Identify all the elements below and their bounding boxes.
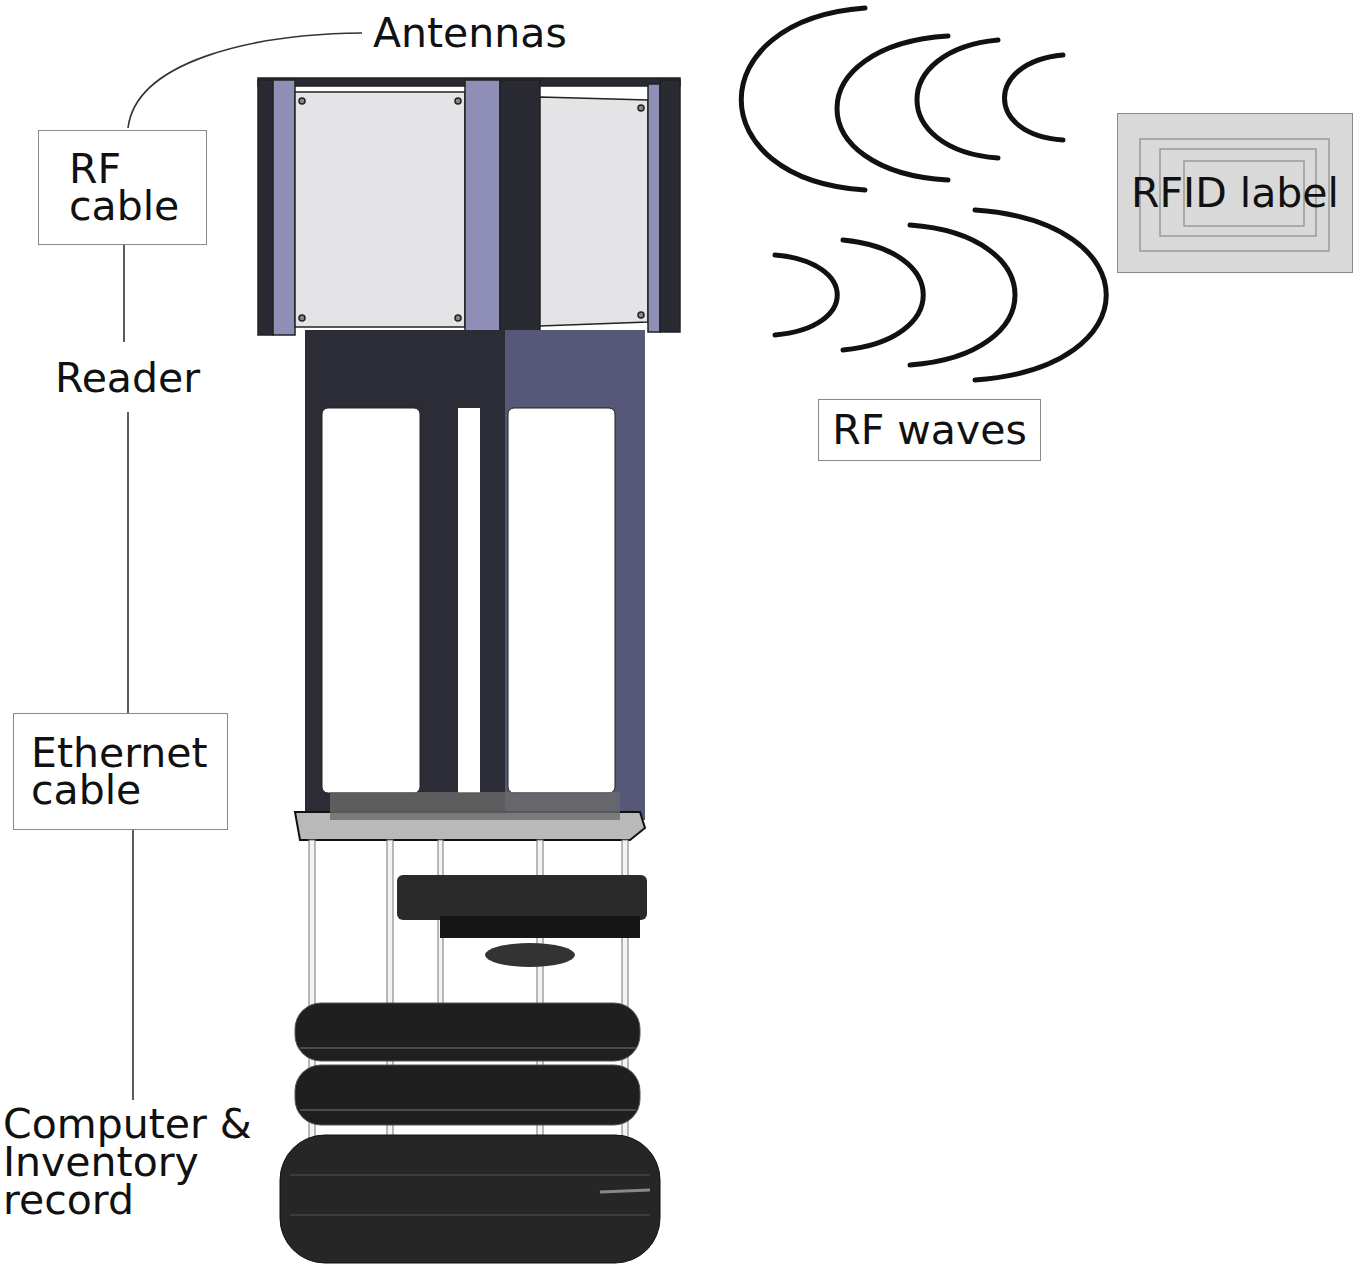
- box-label: RF waves: [832, 412, 1027, 449]
- wave-arc: [741, 8, 865, 190]
- frame-face: [505, 330, 645, 820]
- wave-arc: [843, 240, 923, 350]
- base-slot: [600, 1190, 650, 1192]
- sensor-mount: [485, 943, 575, 967]
- wave-arc: [837, 36, 948, 180]
- robot-frame: [295, 330, 645, 840]
- plate-edge: [300, 1048, 636, 1049]
- part-label: Computer & Inventory record: [3, 1105, 265, 1219]
- antenna-frame-bar: [500, 80, 540, 342]
- leader-line: [123, 245, 125, 342]
- screw: [638, 312, 644, 318]
- screw: [299, 98, 305, 104]
- antenna-panel: [540, 97, 648, 326]
- box-label: Ethernet cable: [31, 735, 226, 809]
- antenna-head: [258, 78, 680, 342]
- box-label: RF cable: [69, 151, 199, 225]
- frame-face: [305, 330, 505, 820]
- robot-base: [280, 840, 660, 1263]
- plate-edge: [300, 1110, 636, 1111]
- wave-arc: [917, 40, 998, 158]
- rf-wave-arcs: [741, 8, 1106, 380]
- base-cylinder: [280, 1135, 660, 1263]
- antenna-frame-bar: [660, 80, 680, 332]
- base-line: [290, 1215, 650, 1216]
- sensor-bar: [397, 875, 647, 920]
- antenna-panel: [295, 92, 465, 327]
- antenna-frame-bar: [465, 80, 500, 342]
- part-label: Reader: [55, 359, 225, 397]
- frame-window: [458, 408, 480, 793]
- box-label: RFID label: [1131, 175, 1339, 212]
- platform-grid: [330, 792, 620, 820]
- leader-line: [127, 412, 129, 713]
- wave-arc: [775, 255, 837, 335]
- screw: [455, 98, 461, 104]
- label-box: Ethernet cable: [13, 713, 228, 830]
- wave-arc: [1005, 55, 1064, 140]
- plate: [295, 1065, 640, 1125]
- sensor-bar: [440, 916, 640, 938]
- part-label: Antennas: [373, 14, 593, 52]
- screw: [299, 315, 305, 321]
- label-box: RFID label: [1117, 113, 1353, 273]
- antenna-frame-bar: [648, 84, 660, 332]
- antenna-frame-bar: [258, 80, 273, 335]
- label-box: RF cable: [38, 130, 207, 245]
- frame-window: [322, 408, 420, 793]
- screw: [455, 315, 461, 321]
- screw: [638, 105, 644, 111]
- wave-arc: [910, 225, 1015, 365]
- base-line: [290, 1175, 650, 1176]
- plate: [295, 1003, 640, 1061]
- antenna-frame-bar: [273, 80, 295, 335]
- label-box: RF waves: [818, 399, 1041, 461]
- leader-line: [132, 830, 134, 1100]
- frame-window: [508, 408, 615, 793]
- wave-arc: [975, 210, 1106, 380]
